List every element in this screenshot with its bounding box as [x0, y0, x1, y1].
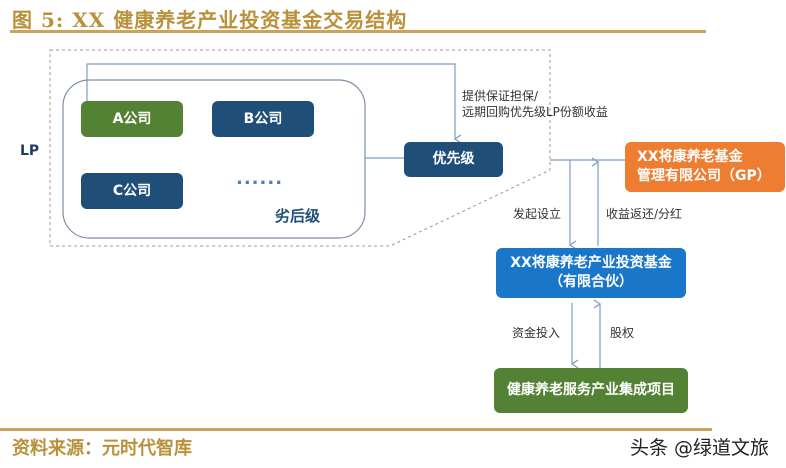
gp-line2: 管理有限公司（GP） — [637, 168, 771, 184]
junior-label: 劣后级 — [275, 207, 321, 225]
junior-group-frame — [62, 79, 366, 239]
watermark: 头条 @绿道文旅 — [630, 437, 770, 459]
company-b-box: B公司 — [212, 101, 314, 137]
returns-label: 收益返还/分红 — [606, 207, 683, 221]
fund-line2: （有限合伙） — [549, 274, 633, 290]
capital-label: 资金投入 — [512, 326, 561, 340]
company-b-label: B公司 — [243, 110, 283, 127]
guarantee-label-line1: 提供保证担保/ — [462, 89, 539, 103]
equity-label: 股权 — [610, 326, 635, 340]
company-c-label: C公司 — [112, 182, 152, 199]
initiate-label: 发起设立 — [513, 207, 562, 221]
lp-dashed-boundary — [49, 49, 551, 247]
footer-divider — [0, 428, 712, 431]
project-label: 健康养老服务产业集成项目 — [507, 382, 675, 398]
company-a-label: A公司 — [112, 110, 152, 127]
company-c-box: C公司 — [81, 173, 183, 209]
gp-line1: XX将康养老基金 — [637, 149, 743, 165]
gp-box: XX将康养老基金 管理有限公司（GP） — [625, 142, 785, 192]
figure-title: 图 5: XX 健康养老产业投资基金交易结构 — [12, 8, 408, 32]
project-box: 健康养老服务产业集成项目 — [494, 368, 688, 413]
senior-label: 优先级 — [432, 151, 475, 167]
guarantee-label-line2: 远期回购优先级LP份额收益 — [462, 105, 608, 119]
more-companies-ellipsis: ...... — [236, 168, 284, 189]
lp-label: LP — [20, 143, 40, 159]
fund-line1: XX将康养老产业投资基金 — [510, 255, 672, 271]
guarantee-arrow — [86, 63, 462, 144]
senior-box: 优先级 — [404, 142, 503, 177]
company-a-box: A公司 — [81, 101, 183, 137]
title-divider — [10, 30, 706, 33]
source-note: 资料来源：元时代智库 — [12, 438, 192, 459]
fund-box: XX将康养老产业投资基金 （有限合伙） — [496, 248, 686, 298]
